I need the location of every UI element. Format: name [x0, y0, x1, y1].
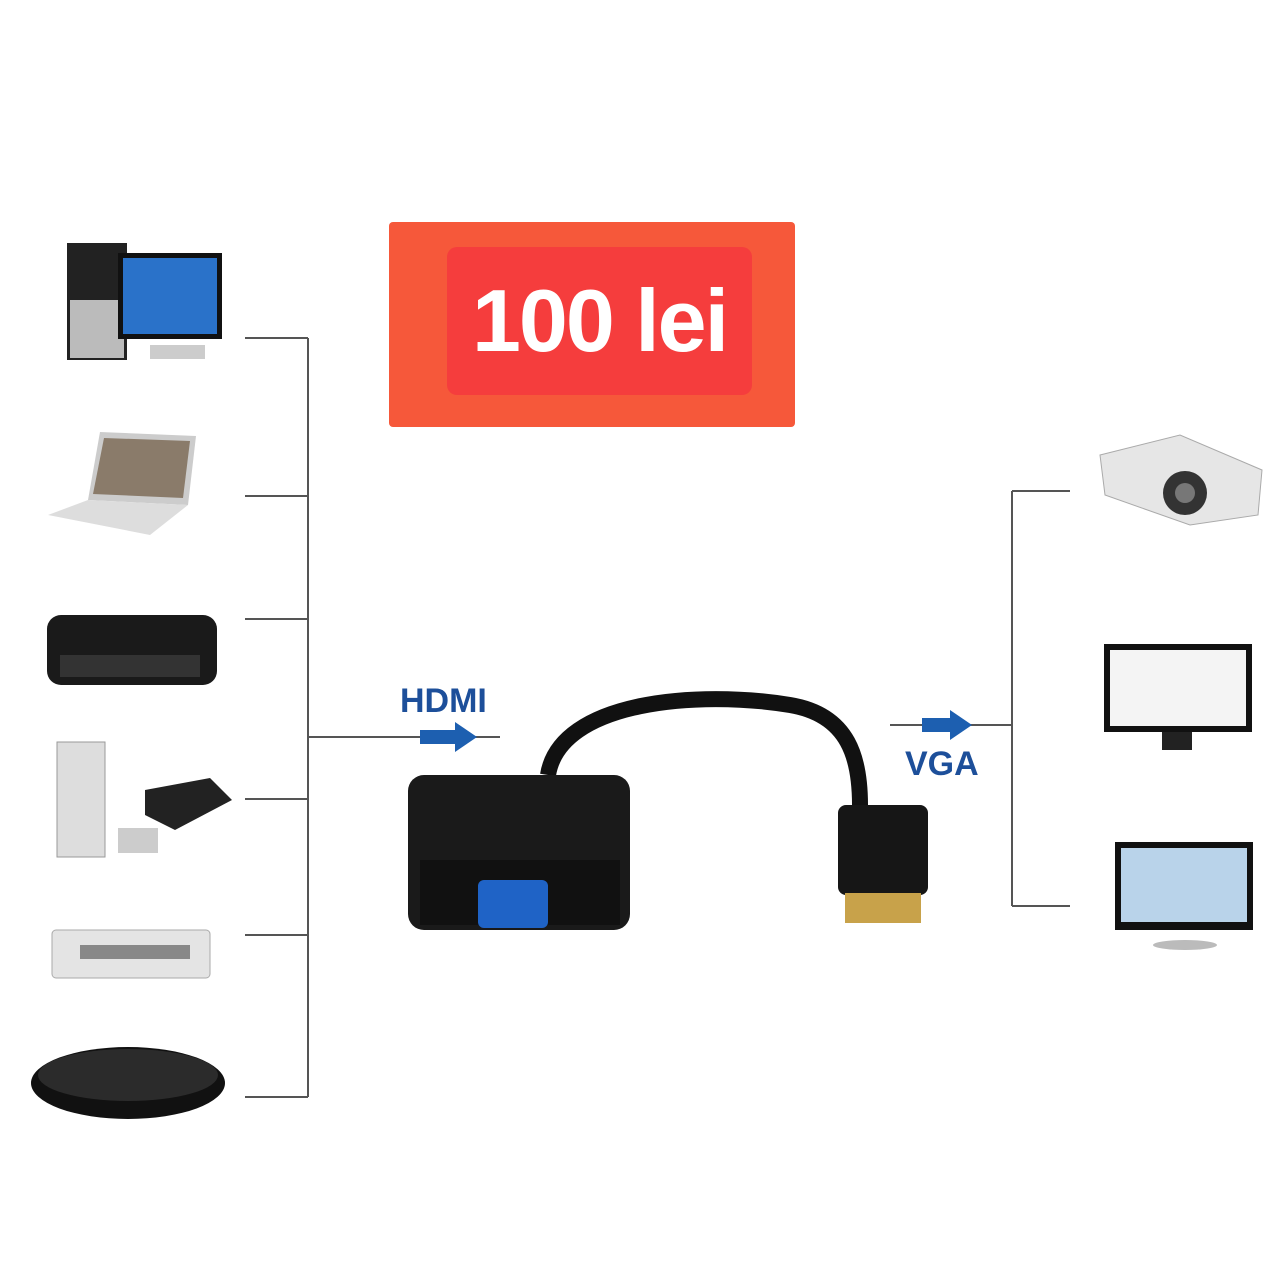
game-consoles-icon — [56, 741, 232, 858]
vga-label: VGA — [905, 745, 979, 783]
price-text: 100 lei — [471, 271, 729, 370]
projector-icon — [1099, 434, 1263, 526]
tv-icon — [1115, 842, 1253, 950]
source-connector-lines — [245, 337, 500, 1098]
mac-mini-icon — [51, 929, 211, 979]
hdmi-label: HDMI — [400, 682, 487, 720]
laptop-icon — [48, 432, 196, 535]
price-badge-inner: 100 lei — [447, 247, 752, 395]
tv-box-icon — [31, 1047, 225, 1119]
monitor-icon — [1104, 644, 1252, 750]
hdmi-to-vga-adapter-image — [408, 691, 928, 930]
hdmi-arrow-icon — [420, 722, 477, 752]
vga-arrow-icon — [922, 710, 972, 740]
apple-tv-icon — [47, 615, 217, 685]
desktop-pc-icon — [67, 243, 222, 360]
